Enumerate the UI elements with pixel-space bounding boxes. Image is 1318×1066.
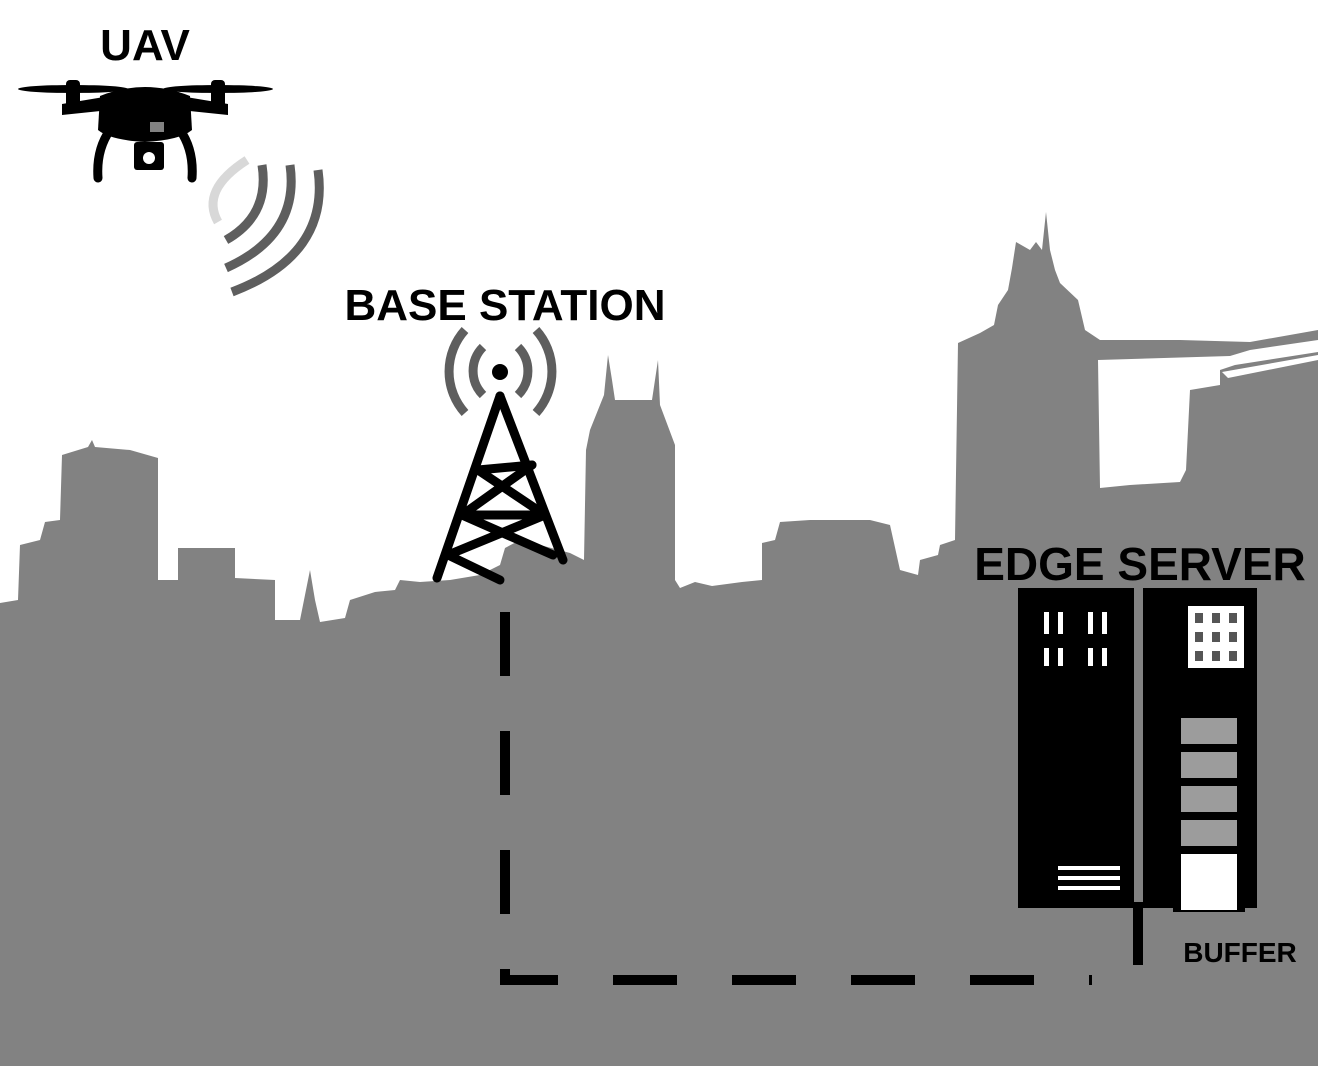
server-vent xyxy=(1058,866,1120,890)
tower-brace xyxy=(473,460,537,475)
broadcast-arc-left-outer xyxy=(444,326,469,417)
skyline-gap xyxy=(1098,340,1318,488)
buffer-label: BUFFER xyxy=(1183,937,1297,968)
tower-brace xyxy=(457,460,537,520)
wireless-signal-icon xyxy=(208,156,324,297)
drone-body xyxy=(98,87,192,142)
buffer-slot-filled xyxy=(1181,752,1237,778)
skyline-silhouette xyxy=(0,212,1318,1066)
buffer-slot-filled xyxy=(1181,820,1237,846)
drone-body-detail xyxy=(150,122,164,132)
tower-brace xyxy=(443,510,550,560)
skyline-gap xyxy=(1222,355,1318,378)
tower-leg-right xyxy=(495,391,568,565)
tower-brace xyxy=(443,550,505,585)
landing-leg xyxy=(93,125,115,183)
camera-lens xyxy=(143,152,155,164)
backhaul-link xyxy=(500,612,1143,985)
landing-leg xyxy=(175,125,197,183)
buffer-slot-filled xyxy=(1181,786,1237,812)
server-rack-icon xyxy=(1018,588,1257,912)
signal-wave xyxy=(230,169,324,297)
signal-wave xyxy=(224,164,296,273)
buffer-slot-empty xyxy=(1181,854,1237,910)
server-panel-grid xyxy=(1195,613,1237,661)
radio-tower-icon xyxy=(432,326,568,585)
edge-server-label: EDGE SERVER xyxy=(974,538,1305,590)
buffer-stack-icon xyxy=(1173,718,1245,912)
base-station-label: BASE STATION xyxy=(344,281,665,330)
broadcast-arc-left-inner xyxy=(468,343,487,399)
signal-wave xyxy=(223,164,268,244)
uav-label: UAV xyxy=(100,21,190,70)
broadcast-arc-right-outer xyxy=(532,326,557,417)
backhaul-dashed-line xyxy=(500,612,1092,985)
tower-brace xyxy=(473,465,550,520)
tower-leg-left xyxy=(432,391,505,583)
city-skyline xyxy=(0,212,1318,1066)
server-indicator-lights xyxy=(1044,612,1107,666)
uav-icon xyxy=(18,80,273,183)
antenna-tip xyxy=(492,364,508,380)
broadcast-arc-right-inner xyxy=(514,343,533,399)
signal-wave xyxy=(208,156,250,225)
server-cabinet-left xyxy=(1018,588,1134,908)
buffer-slot-filled xyxy=(1181,718,1237,744)
